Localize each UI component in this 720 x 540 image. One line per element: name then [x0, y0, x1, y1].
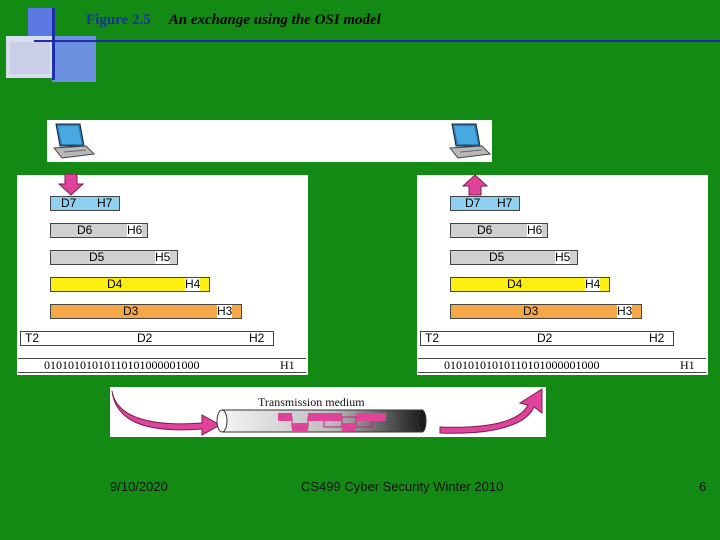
d7-label: D7	[465, 196, 481, 210]
figure-caption: An exchange using the OSI model	[168, 12, 381, 28]
layer-5-bar: D5 H5	[450, 250, 578, 265]
d7-label: D7	[61, 196, 77, 210]
h3-label: H3	[217, 304, 233, 318]
corner-decoration	[6, 8, 96, 82]
d4-label: D4	[507, 277, 523, 291]
h3-label: H3	[617, 304, 633, 318]
transmission-medium-diagram	[111, 388, 543, 436]
laptop-strip	[47, 120, 492, 162]
figure-number: Figure 2.5	[86, 12, 151, 28]
layer-7-bar: D7 H7	[450, 196, 520, 211]
h4-label: H4	[585, 277, 601, 291]
layer-7-bar: D7 H7	[50, 196, 120, 211]
h5-label: H5	[155, 250, 171, 264]
layer-3-bar: D3 H3	[450, 304, 642, 319]
h1-label: H1	[280, 358, 295, 372]
up-arrow-icon	[462, 174, 488, 196]
t2-label: T2	[25, 331, 40, 345]
slide-title: Figure 2.5 An exchange using the OSI mode…	[86, 12, 381, 29]
d2-label: D2	[537, 331, 553, 345]
laptop-icon	[53, 123, 96, 159]
layer-2-bar: T2 D2 H2	[420, 331, 674, 346]
transmission-medium-label: Transmission medium	[258, 395, 365, 409]
d4-label: D4	[107, 277, 123, 291]
h2-label: H2	[249, 331, 265, 345]
h4-label: H4	[185, 277, 201, 291]
h6-label: H6	[527, 223, 543, 237]
d5-label: D5	[89, 250, 105, 264]
h1-label: H1	[680, 358, 695, 372]
layer-4-bar: D4 H4	[50, 277, 210, 292]
layer-2-bar: T2 D2 H2	[20, 331, 274, 346]
h7-label: H7	[97, 196, 113, 210]
footer-page-number: 6	[699, 479, 707, 494]
footer-date: 9/10/2020	[110, 479, 168, 494]
layer-1-bar: 01010101010110101000001000 H1	[18, 358, 306, 373]
h5-label: H5	[555, 250, 571, 264]
layer-5-bar: D5 H5	[50, 250, 178, 265]
d3-label: D3	[123, 304, 139, 318]
h7-label: H7	[497, 196, 513, 210]
layer-3-bar: D3 H3	[50, 304, 242, 319]
layer-1-bar: 01010101010110101000001000 H1	[418, 358, 706, 373]
title-vertical-rule	[52, 8, 55, 80]
h2-label: H2	[649, 331, 665, 345]
laptop-icon	[449, 123, 492, 159]
d6-label: D6	[77, 223, 93, 237]
down-arrow-icon	[58, 174, 84, 196]
bitstream: 01010101010110101000001000	[44, 358, 200, 372]
d2-label: D2	[137, 331, 153, 345]
bitstream: 01010101010110101000001000	[444, 358, 600, 372]
t2-label: T2	[425, 331, 440, 345]
layer-6-bar: D6 H6	[450, 223, 548, 238]
d6-label: D6	[477, 223, 493, 237]
title-rule	[34, 40, 720, 42]
layer-6-bar: D6 H6	[50, 223, 148, 238]
d3-label: D3	[523, 304, 539, 318]
layer-4-bar: D4 H4	[450, 277, 610, 292]
d5-label: D5	[489, 250, 505, 264]
h6-label: H6	[127, 223, 143, 237]
footer-course: CS499 Cyber Security Winter 2010	[301, 479, 504, 494]
